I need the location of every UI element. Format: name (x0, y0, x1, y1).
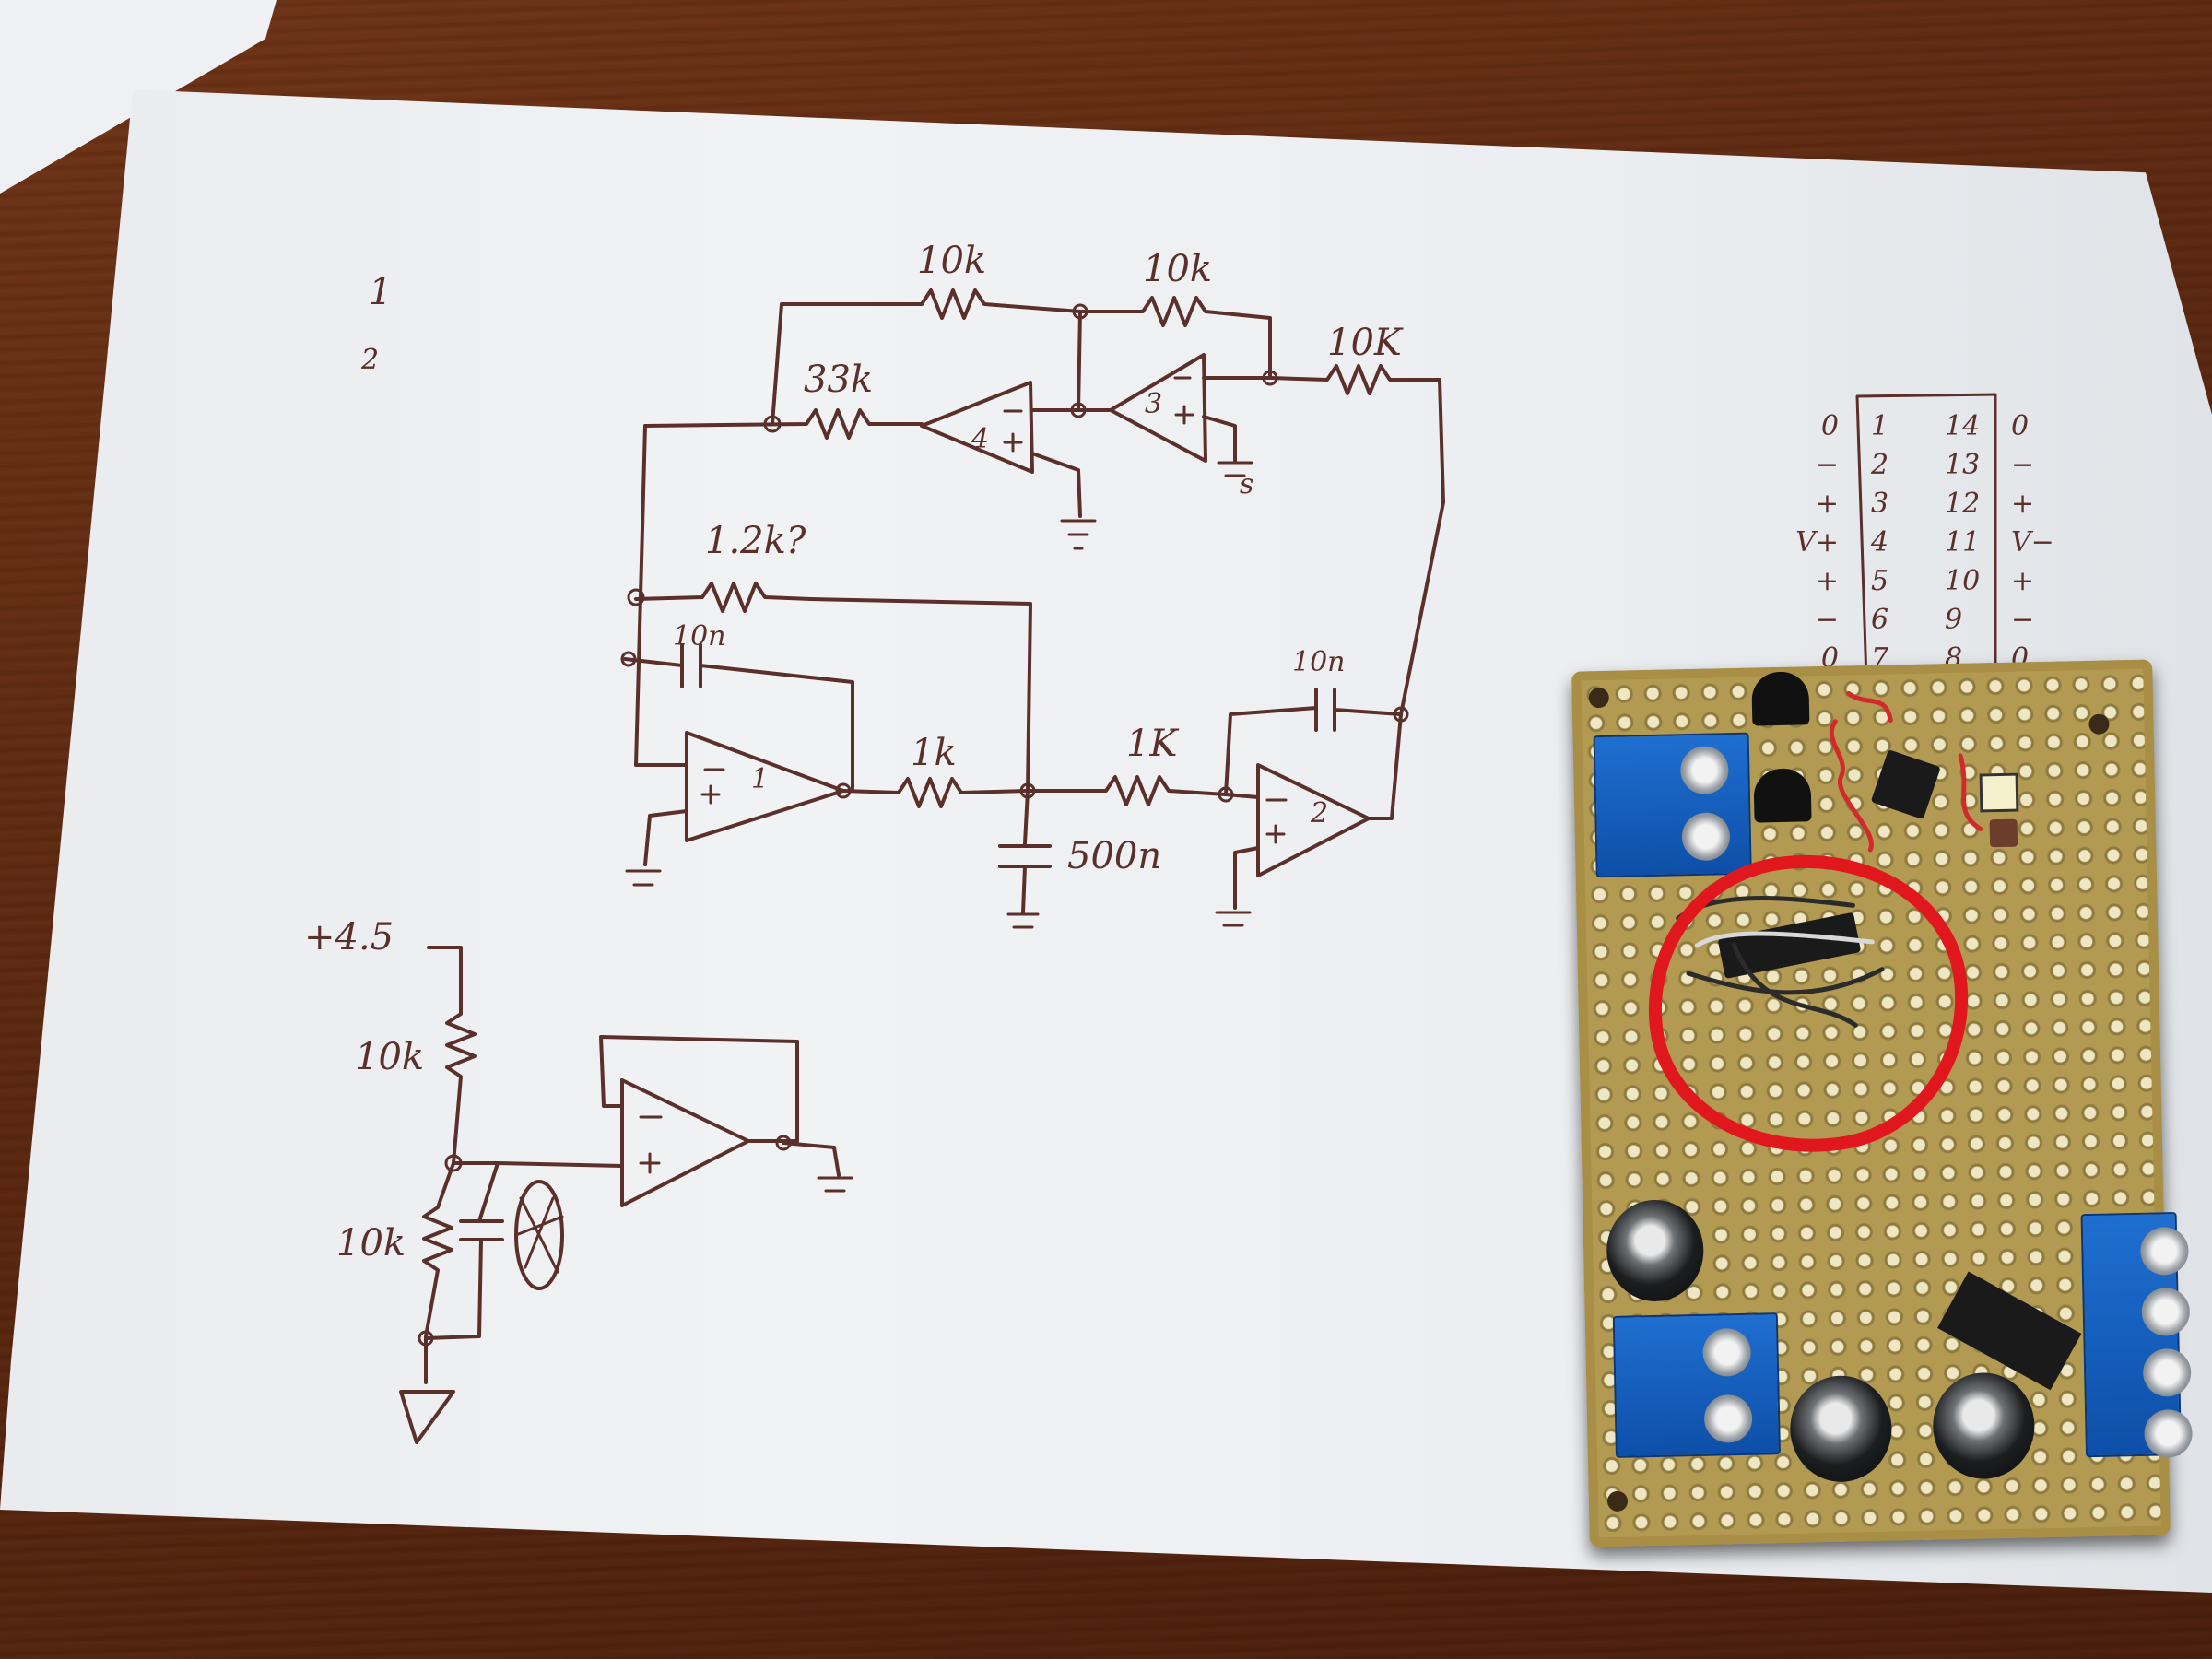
opamp-1-inputs (700, 768, 725, 805)
red-wire (1958, 753, 1983, 831)
label-supply: +4.5 (304, 916, 394, 959)
ic-right-marks: 0 − + V− + − 0 (2011, 410, 2054, 675)
label-1k-a: 1k (911, 732, 957, 774)
ground-symbol-1 (625, 869, 662, 887)
label-1k-b: 1K (1126, 723, 1179, 765)
buffer-feedback-wire (599, 1035, 799, 1143)
svg-text:V−: V− (2011, 526, 2054, 559)
opamp-4-label: 4 (971, 423, 989, 455)
ground-symbol-500n (1006, 912, 1040, 929)
wire-top-left (771, 302, 924, 426)
opamp-1-triangle (685, 731, 845, 842)
opamp-3-gnd-wire (1202, 415, 1237, 463)
ground-symbol-buffer (817, 1176, 853, 1193)
resistor-10k-bias-bottom (422, 1161, 455, 1384)
label-500n: 500n (1067, 835, 1161, 877)
svg-text:9: 9 (1945, 604, 1962, 636)
svg-text:2: 2 (1870, 449, 1888, 481)
svg-text:+: + (1816, 488, 1839, 520)
svg-text:−: − (2011, 449, 2034, 481)
ground-symbol-2 (1215, 911, 1252, 927)
svg-text:12: 12 (1945, 488, 1980, 520)
svg-text:13: 13 (1945, 449, 1980, 481)
margin-mark-2: 2 (360, 344, 379, 376)
red-wire (1846, 690, 1893, 723)
opamp-3-triangle (1109, 353, 1207, 463)
svg-text:+: + (1816, 565, 1839, 597)
svg-text:11: 11 (1945, 526, 1980, 559)
ic-right-pins: 14 13 12 11 10 9 8 (1945, 410, 1980, 675)
board-wiring (1676, 690, 1983, 1028)
svg-text:V+: V+ (1795, 526, 1839, 559)
opamp-2-label: 2 (1310, 797, 1328, 830)
bare-wire (1694, 931, 1875, 948)
capacitor-500n (998, 789, 1052, 914)
opamp-3-label: 3 (1145, 388, 1162, 420)
svg-text:−: − (1816, 604, 1839, 636)
black-wire-bundle (1676, 896, 1885, 1028)
svg-text:0: 0 (1821, 410, 1839, 442)
opamp-2-triangle (1256, 763, 1371, 877)
opamp-4-gnd-wire (1030, 452, 1082, 518)
scribble-lines (514, 1196, 564, 1274)
resistor-33k (643, 408, 924, 440)
svg-text:10: 10 (1945, 565, 1980, 597)
capacitor-bias (424, 1161, 504, 1340)
label-10k-bias-bottom: 10k (336, 1222, 406, 1265)
junction-dots (418, 303, 1409, 1347)
ic-left-pins: 1 2 3 4 5 6 7 (1870, 410, 1889, 675)
red-wire (1829, 719, 1874, 853)
opamp-4-triangle (920, 381, 1034, 474)
svg-text:1: 1 (1871, 410, 1888, 442)
margin-mark-1: 1 (369, 271, 392, 313)
gnd-mark-3: s (1240, 468, 1253, 500)
buffer-opamp-triangle (620, 1078, 750, 1207)
wire-bias-to-buffer (496, 1161, 624, 1168)
label-10n-a: 10n (673, 620, 726, 653)
label-33k: 33k (804, 359, 873, 401)
capacitor-10n-a (623, 643, 854, 790)
svg-text:14: 14 (1945, 410, 1980, 442)
buffer-opamp-inputs (639, 1115, 663, 1174)
ground-triangle (399, 1390, 455, 1444)
svg-text:+: + (2011, 488, 2034, 520)
resistor-10k-top-b (1078, 296, 1272, 380)
label-10k-b: 10k (1143, 248, 1212, 290)
label-1-2k: 1.2k? (705, 520, 806, 562)
label-10n-b: 10n (1292, 646, 1346, 678)
opamp-3-inputs (1173, 376, 1194, 425)
svg-text:6: 6 (1871, 604, 1888, 636)
ic-left-marks: 0 − + V+ + − 0 (1795, 410, 1839, 675)
opamp-1-gnd-wire (643, 809, 688, 866)
label-10k-bias-top: 10k (355, 1036, 424, 1078)
wire-node-mid (1077, 310, 1082, 412)
resistor-10k-right (1202, 364, 1445, 716)
resistor-1-2k (634, 582, 1032, 793)
svg-text:0: 0 (2011, 410, 2029, 442)
capacitor-10n-b (1224, 688, 1403, 820)
svg-text:3: 3 (1871, 488, 1888, 520)
resistor-10k-bias-top (427, 946, 477, 1165)
opamp-1-label: 1 (751, 763, 769, 795)
svg-text:−: − (2011, 604, 2034, 636)
svg-text:4: 4 (1870, 526, 1888, 559)
resistor-10k-top-a (920, 288, 1082, 320)
opamp-2-gnd-wire (1233, 846, 1260, 910)
label-10k-a: 10k (917, 240, 986, 282)
wire-left-rail (634, 424, 647, 767)
label-10k-c: 10K (1327, 322, 1404, 364)
buffer-output-wire (782, 1141, 841, 1177)
svg-text:+: + (2011, 565, 2034, 597)
ground-symbol-4 (1060, 519, 1097, 550)
opamp-4-inputs (1003, 409, 1023, 453)
perfboard (1571, 659, 2194, 1547)
svg-text:5: 5 (1871, 565, 1888, 597)
opamp-2-inputs (1265, 798, 1288, 844)
svg-text:−: − (1816, 449, 1839, 481)
ground-symbol-3 (1217, 461, 1253, 477)
